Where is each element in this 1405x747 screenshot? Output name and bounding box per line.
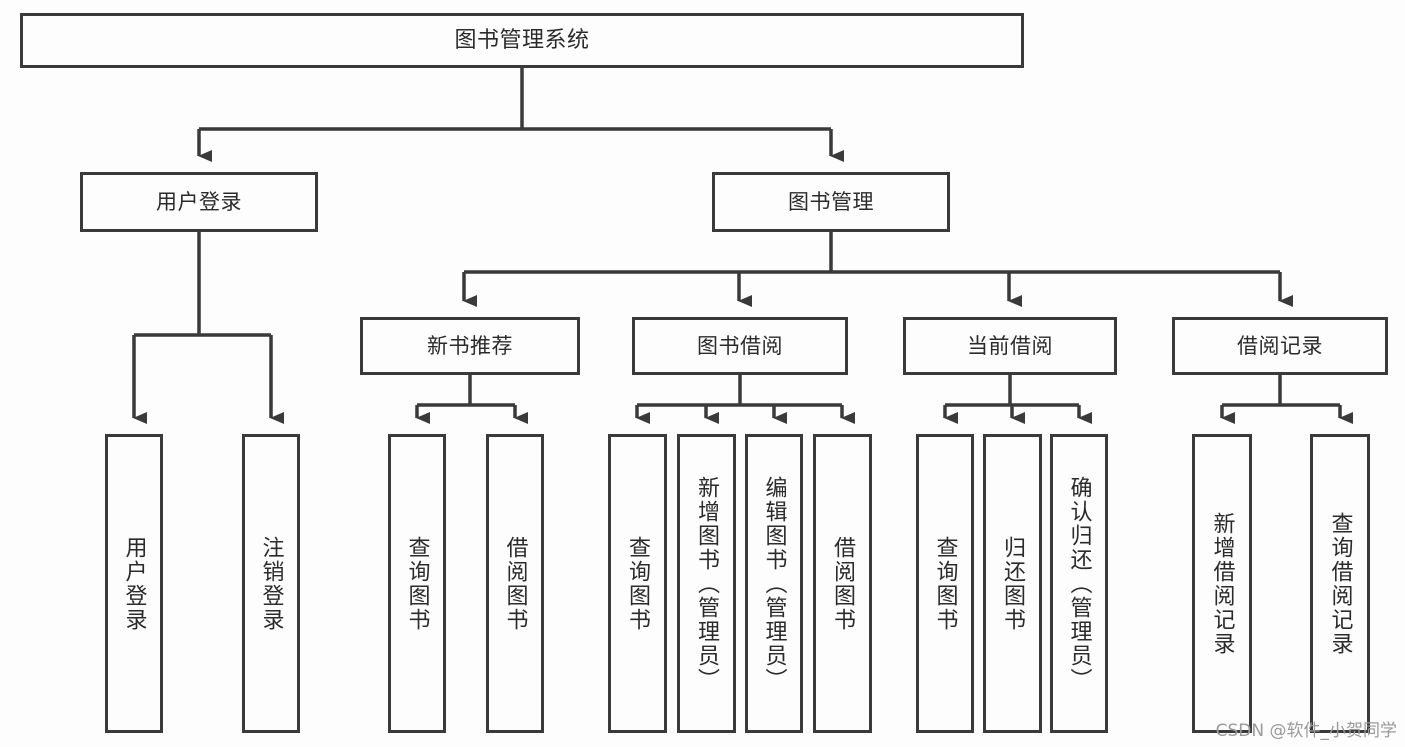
node-leaf-add-book[interactable]: 新增图书（管理员） — [677, 434, 736, 733]
node-leaf-query-record[interactable]: 查询借阅记录 — [1310, 434, 1370, 733]
node-leaf-edit-book-label: 编辑图书（管理员） — [761, 475, 787, 692]
node-book-manage-label: 图书管理 — [788, 189, 874, 214]
node-borrow-record[interactable]: 借阅记录 — [1172, 317, 1388, 375]
node-leaf-borrow-book-1[interactable]: 借阅图书 — [486, 434, 544, 733]
node-leaf-user-login-label: 用户登录 — [121, 535, 147, 632]
node-leaf-add-record[interactable]: 新增借阅记录 — [1192, 434, 1252, 733]
node-current-borrow-label: 当前借阅 — [967, 333, 1053, 358]
node-leaf-query-record-label: 查询借阅记录 — [1327, 511, 1353, 656]
node-user-login[interactable]: 用户登录 — [80, 172, 318, 232]
node-book-borrow-label: 图书借阅 — [697, 333, 783, 358]
node-leaf-add-book-label: 新增图书（管理员） — [694, 475, 720, 692]
node-leaf-query-book-1[interactable]: 查询图书 — [388, 434, 446, 733]
node-borrow-record-label: 借阅记录 — [1237, 333, 1323, 358]
node-leaf-logout-label: 注销登录 — [258, 535, 284, 632]
node-leaf-borrow-book-2-label: 借阅图书 — [830, 535, 856, 632]
node-new-book-rec-label: 新书推荐 — [427, 333, 513, 358]
node-leaf-user-login[interactable]: 用户登录 — [105, 434, 163, 733]
node-leaf-confirm-return[interactable]: 确认归还（管理员） — [1050, 434, 1108, 733]
node-leaf-return-book-label: 归还图书 — [1000, 535, 1026, 632]
node-root-label: 图书管理系统 — [454, 27, 590, 53]
node-book-manage[interactable]: 图书管理 — [712, 172, 950, 232]
node-leaf-query-book-2[interactable]: 查询图书 — [608, 434, 667, 733]
node-leaf-query-book-3[interactable]: 查询图书 — [916, 434, 974, 733]
node-current-borrow[interactable]: 当前借阅 — [903, 317, 1117, 375]
node-leaf-add-record-label: 新增借阅记录 — [1209, 511, 1235, 656]
node-user-login-label: 用户登录 — [156, 189, 242, 214]
node-book-borrow[interactable]: 图书借阅 — [632, 317, 848, 375]
node-leaf-query-book-2-label: 查询图书 — [625, 535, 651, 632]
node-leaf-borrow-book-1-label: 借阅图书 — [502, 535, 528, 632]
node-new-book-rec[interactable]: 新书推荐 — [360, 317, 580, 375]
node-leaf-return-book[interactable]: 归还图书 — [983, 434, 1042, 733]
watermark: CSDN @软件_小贺同学 — [1215, 721, 1397, 741]
node-leaf-borrow-book-2[interactable]: 借阅图书 — [813, 434, 872, 733]
node-leaf-edit-book[interactable]: 编辑图书（管理员） — [745, 434, 803, 733]
node-leaf-query-book-1-label: 查询图书 — [404, 535, 430, 632]
node-leaf-query-book-3-label: 查询图书 — [932, 535, 958, 632]
node-leaf-logout[interactable]: 注销登录 — [242, 434, 300, 733]
node-root[interactable]: 图书管理系统 — [20, 13, 1024, 68]
node-leaf-confirm-return-label: 确认归还（管理员） — [1066, 475, 1092, 692]
